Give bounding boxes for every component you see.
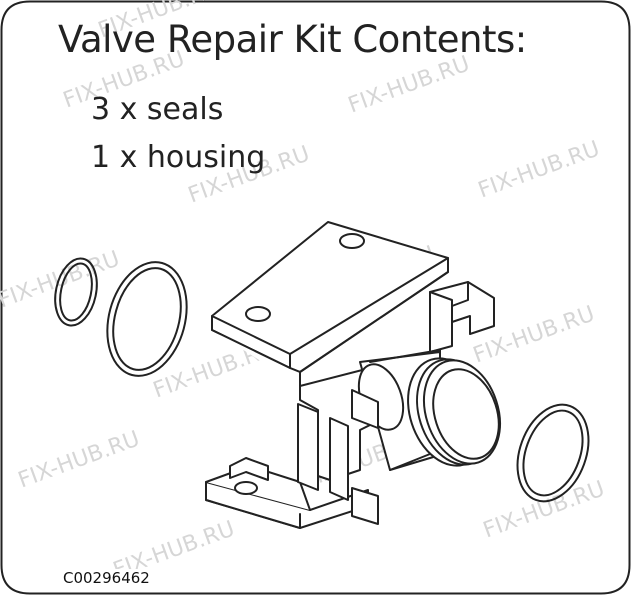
valve-housing xyxy=(205,221,501,529)
contents-item-seals: 3 x seals xyxy=(91,92,224,127)
contents-item-housing: 1 x housing xyxy=(91,140,266,175)
seal-small xyxy=(54,257,98,327)
diagram-title: Valve Repair Kit Contents: xyxy=(58,18,527,61)
seal-medium xyxy=(106,261,188,377)
part-code-label: C00296462 xyxy=(61,569,152,587)
seal-right xyxy=(516,403,590,503)
